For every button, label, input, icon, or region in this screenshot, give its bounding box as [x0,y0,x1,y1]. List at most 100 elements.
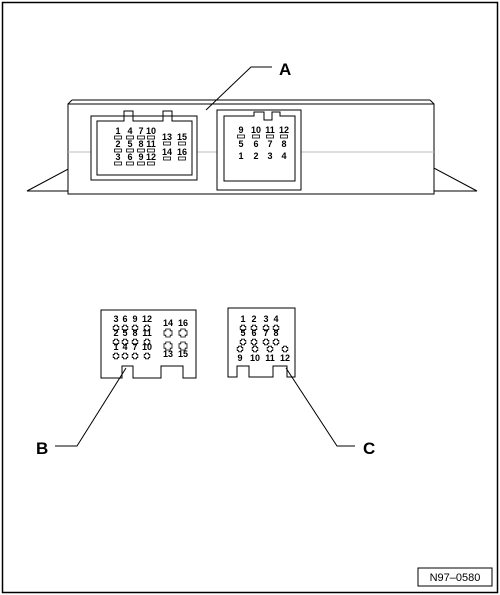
pin-slot [147,148,155,153]
pin-label: 14 [162,147,172,157]
pin-symbol [121,324,129,332]
pin-symbol [272,338,280,346]
pin-symbol [236,345,244,353]
receptacle-left-outer [90,115,198,181]
pin-slot [114,161,122,166]
pin-label: 14 [163,318,173,328]
pin-label: 9 [237,353,242,363]
pin-label: 1 [113,342,118,352]
pin-label: 13 [162,132,172,142]
pin-label: 15 [177,132,187,142]
pin-label: 4 [122,342,127,352]
callout-c-label: C [363,439,375,458]
pin-symbol [239,324,247,332]
pin-label: 5 [238,139,243,149]
callout-a-label: A [279,60,291,79]
pin-symbol [239,338,247,346]
pin-symbol [131,338,139,346]
control-unit-a [26,99,478,195]
figure-id: N97–0580 [430,572,481,584]
pin-symbol [121,338,129,346]
pin-slot [126,148,134,153]
pin-label: 8 [273,328,278,338]
housing-corner-right [429,99,435,105]
receptacle-right-inner [223,111,296,182]
pin-label: 9 [138,152,143,162]
pin-slot [280,134,288,139]
pin-slot [163,141,171,146]
pin-label: 6 [253,139,258,149]
pin-label: 15 [178,349,188,359]
figure-id-box: N97–0580 [417,567,493,587]
pin-symbol [262,324,270,332]
pin-symbol [178,341,188,351]
receptacle-right-outer [216,109,302,191]
pin-label: 2 [253,151,258,161]
pin-label: 12 [280,353,290,363]
callout-a: A [205,60,291,111]
pin-label: 7 [132,342,137,352]
pin-label: 8 [132,328,137,338]
pin-label: 10 [142,342,152,352]
pin-label: 12 [279,125,289,135]
pin-label: 3 [115,152,120,162]
pin-label: 1 [115,126,120,136]
housing-corner-left [67,99,73,105]
pin-label: 12 [146,152,156,162]
pin-label: 11 [265,353,275,363]
pin-slot [137,148,145,153]
pin-slot [126,135,134,140]
pin-label: 6 [122,314,127,324]
pin-symbol [250,324,258,332]
pin-label: 11 [142,328,152,338]
pin-symbol [266,345,274,353]
pin-label: 3 [263,314,268,324]
pin-label: 11 [265,125,275,135]
pin-symbol [262,338,270,346]
pin-label: 2 [113,328,118,338]
pin-symbol [112,324,120,332]
pin-label: 11 [146,139,156,149]
pin-slot [147,135,155,140]
pin-label: 8 [138,139,143,149]
pin-slot [178,156,186,161]
pin-symbol [131,352,139,360]
pin-label: 3 [113,314,118,324]
pin-label: 5 [240,328,245,338]
pin-symbol [251,345,259,353]
pin-label: 1 [240,314,245,324]
pin-slot [137,135,145,140]
pin-slot [114,148,122,153]
pin-label: 5 [127,139,132,149]
pin-slot [178,141,186,146]
pin-symbol [112,338,120,346]
pin-symbol [143,338,151,346]
callout-b-label: B [36,439,48,458]
pin-label: 4 [127,126,132,136]
pin-symbol [178,328,188,338]
pin-label: 6 [127,152,132,162]
pin-symbol [112,352,120,360]
pin-slot [266,134,274,139]
receptacle-left-inner [96,110,193,176]
pin-label: 9 [238,125,243,135]
pin-label: 16 [177,147,187,157]
pin-label: 3 [267,151,272,161]
pin-label: 2 [115,139,120,149]
pin-symbol [131,324,139,332]
pin-label: 10 [251,125,261,135]
callout-b: B [36,367,127,458]
pin-label: 4 [281,151,286,161]
pin-label: 8 [281,139,286,149]
connector-c [227,307,296,378]
pin-symbol [163,328,173,338]
pin-slot [237,134,245,139]
pin-label: 7 [263,328,268,338]
pin-label: 16 [178,318,188,328]
pin-slot [126,161,134,166]
pin-symbol [250,338,258,346]
pin-symbol [163,341,173,351]
